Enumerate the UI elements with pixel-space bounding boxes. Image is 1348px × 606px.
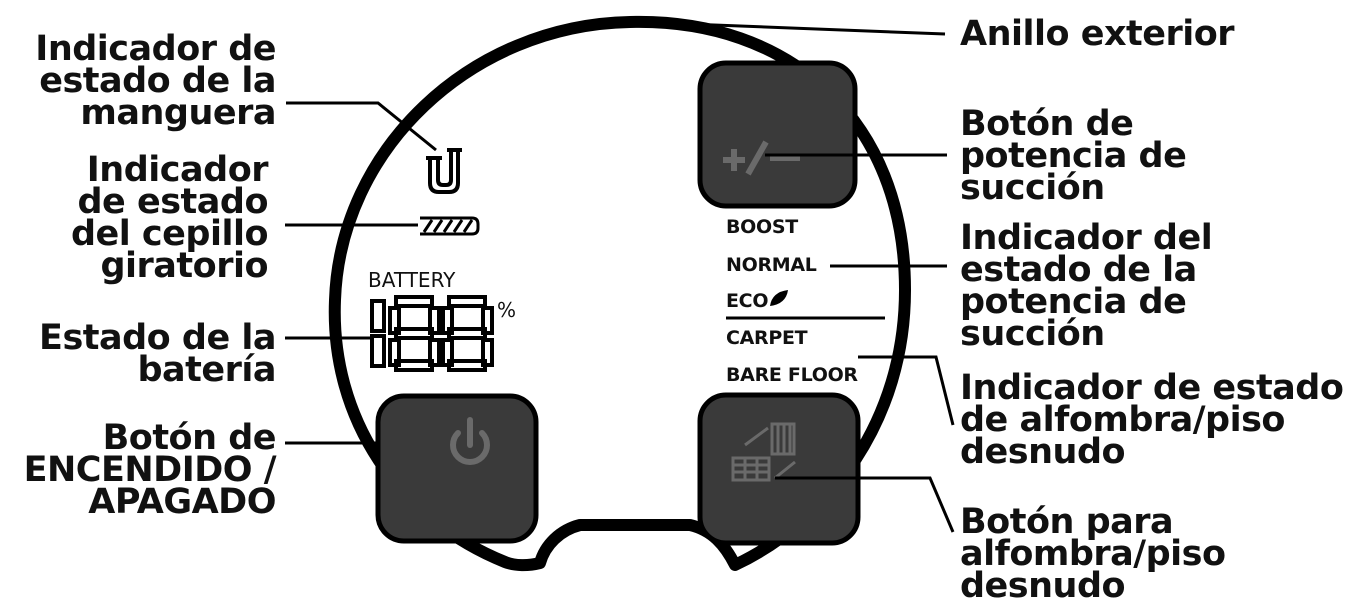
battery-label: BATTERY xyxy=(368,268,456,292)
plus-minus-icon xyxy=(723,140,800,176)
carpet-floor-icon xyxy=(731,422,796,482)
outer-ring xyxy=(328,15,911,572)
power-icon xyxy=(450,417,490,466)
label-outer-ring: Anillo exterior xyxy=(960,14,1235,54)
power-button[interactable] xyxy=(375,393,539,544)
mode-boost: BOOST xyxy=(726,216,798,238)
mode-bare-floor: BARE FLOOR xyxy=(726,364,858,386)
rotating-brush-icon xyxy=(420,216,480,236)
hose-icon xyxy=(426,148,462,194)
leader-lines xyxy=(285,22,955,533)
mode-eco: ECO xyxy=(726,290,769,312)
mode-normal: NORMAL xyxy=(726,254,817,276)
carpet-floor-button[interactable] xyxy=(697,392,861,546)
suction-power-button[interactable] xyxy=(697,60,858,209)
battery-digits xyxy=(370,295,494,372)
leaf-icon xyxy=(770,290,788,306)
percent-sign: % xyxy=(497,298,517,322)
mode-carpet: CARPET xyxy=(726,327,808,349)
